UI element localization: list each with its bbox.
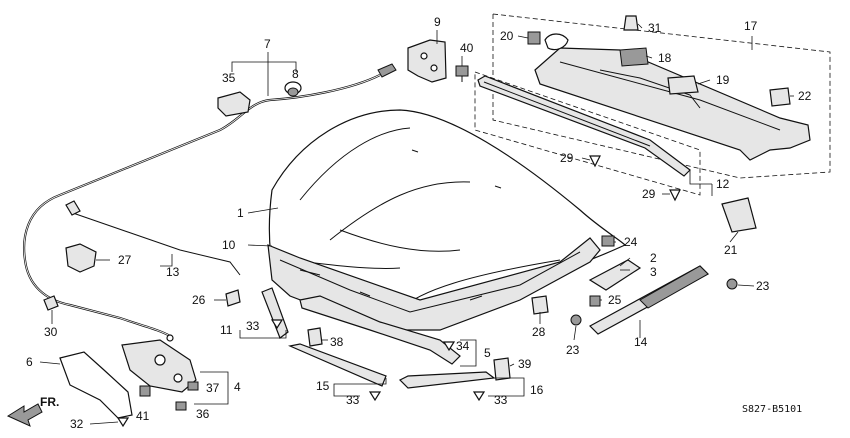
- callout-31: 31: [648, 21, 662, 35]
- callout-17: 17: [744, 19, 758, 33]
- callout-33-right: 33: [494, 393, 508, 407]
- callout-32: 32: [70, 417, 84, 431]
- hood-inner-frame: [267, 237, 601, 331]
- callout-29-upper: 29: [560, 151, 574, 165]
- bracket-2-3: [588, 259, 642, 291]
- callout-21: 21: [724, 243, 738, 257]
- release-cable: [23, 63, 397, 342]
- callout-34: 34: [456, 339, 470, 353]
- callout-38: 38: [330, 335, 344, 349]
- callout-33-left: 33: [246, 319, 260, 333]
- callout-18: 18: [658, 51, 672, 65]
- bolt-36: [175, 401, 187, 411]
- callout-2: 2: [650, 251, 657, 265]
- bolt-37: [187, 381, 199, 391]
- callout-7: 7: [264, 37, 271, 51]
- callout-23-right: 23: [756, 279, 770, 293]
- callout-20: 20: [500, 29, 514, 43]
- callout-9: 9: [434, 15, 441, 29]
- callout-26: 26: [192, 293, 206, 307]
- callout-15: 15: [316, 379, 330, 393]
- hood-support-strut: [589, 265, 709, 335]
- callout-35: 35: [222, 71, 236, 85]
- callout-36: 36: [196, 407, 210, 421]
- clip-29b: [669, 189, 681, 202]
- grille-19: [667, 75, 699, 95]
- callout-39: 39: [518, 357, 532, 371]
- opener-lever-cable: [65, 200, 241, 276]
- callout-4: 4: [234, 380, 241, 394]
- clip-33b: [472, 391, 486, 402]
- diagram-code: S827-B5101: [742, 404, 802, 415]
- bolt-41: [139, 385, 151, 397]
- stiffener-5: [299, 295, 461, 365]
- callout-13: 13: [166, 265, 180, 279]
- callout-28: 28: [532, 325, 546, 339]
- clip-33a: [368, 391, 382, 402]
- nozzle-20: [527, 31, 541, 45]
- clip-30: [43, 295, 59, 311]
- callout-25: 25: [608, 293, 622, 307]
- callout-29-lower: 29: [642, 187, 656, 201]
- callout-19: 19: [716, 73, 730, 87]
- callout-12: 12: [716, 177, 730, 191]
- callout-6: 6: [26, 355, 33, 369]
- callout-27: 27: [118, 253, 132, 267]
- callout-14: 14: [634, 335, 648, 349]
- clip-34: [442, 341, 456, 352]
- callout-16: 16: [530, 383, 544, 397]
- bracket-21: [721, 197, 757, 233]
- grommet-8: [284, 81, 302, 97]
- callout-30: 30: [44, 325, 58, 339]
- leader-lines: [39, 23, 794, 425]
- callout-3: 3: [650, 265, 657, 279]
- callout-37: 37: [206, 381, 220, 395]
- callout-8: 8: [292, 67, 299, 81]
- cable-clip-35: [217, 91, 251, 117]
- opener-handle: [65, 243, 97, 273]
- callout-23-lower: 23: [566, 343, 580, 357]
- ball-stud-23b: [726, 278, 738, 290]
- screw-32: [116, 417, 130, 428]
- brace-15: [288, 343, 387, 387]
- bolt-25: [589, 295, 601, 307]
- callout-41: 41: [136, 409, 150, 423]
- hood-lock: [121, 339, 197, 393]
- clip-22: [769, 87, 791, 107]
- callout-24: 24: [624, 235, 638, 249]
- callout-1: 1: [237, 206, 244, 220]
- callout-33-middle: 33: [346, 393, 360, 407]
- cushion-39: [493, 357, 511, 381]
- cowl-group-outline: [492, 13, 831, 179]
- grille-18: [619, 47, 649, 67]
- clip-29a: [589, 155, 601, 168]
- hinge-bolt: [455, 65, 469, 82]
- callout-10: 10: [222, 238, 236, 252]
- callout-11: 11: [220, 323, 233, 337]
- seal-strip: [477, 75, 691, 177]
- lock-cover-6: [59, 351, 133, 419]
- cowl-top: [534, 33, 811, 161]
- brace-16: [398, 371, 496, 389]
- ball-stud-23a: [570, 314, 582, 326]
- hood-hinge: [407, 39, 447, 83]
- callout-22: 22: [798, 89, 812, 103]
- callout-labels: 1 2 3 4 5 6 7 8 9 10 11 12 13 14 15 16 1…: [26, 15, 812, 431]
- bump-38: [307, 327, 323, 347]
- callout-5: 5: [484, 346, 491, 360]
- front-direction-arrow: FR.: [6, 395, 59, 427]
- clip-33c: [270, 319, 284, 330]
- clip-31: [623, 15, 639, 31]
- clip-28: [531, 295, 549, 315]
- bump-stop-26: [225, 289, 241, 307]
- callout-40: 40: [460, 41, 474, 55]
- front-marker-label: FR.: [40, 395, 59, 409]
- bolt-24: [601, 235, 615, 247]
- seal-group-outline: [474, 71, 701, 196]
- bracket-11: [261, 287, 289, 339]
